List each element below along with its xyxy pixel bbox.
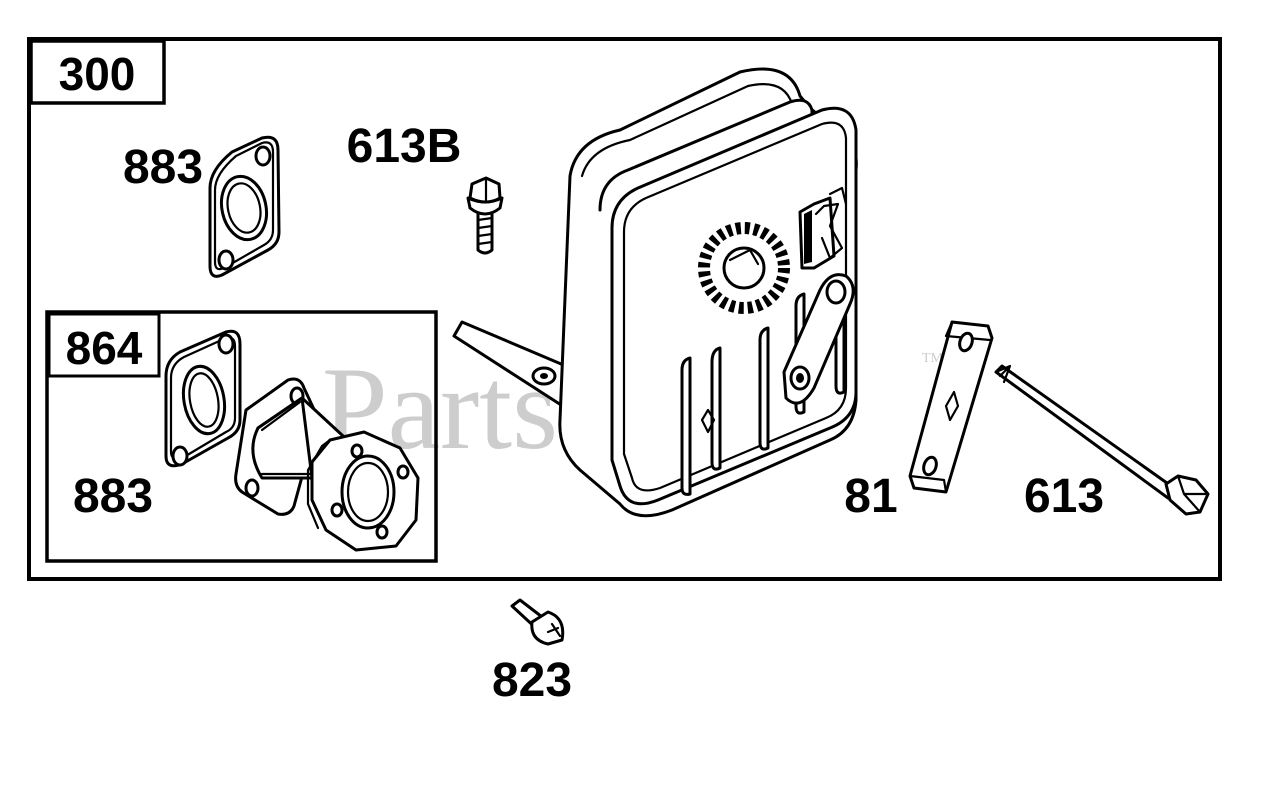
- group-300-label-box: [29, 39, 166, 105]
- group-864-label: 864: [66, 322, 143, 374]
- watermark-tm: TM: [922, 351, 944, 366]
- callout-gasket-883-sub: 883: [73, 470, 153, 523]
- callout-bolt-613b: 613B: [347, 120, 462, 173]
- callout-lock-plate-81: 81: [844, 470, 897, 523]
- group-864-frame: [45, 310, 438, 563]
- lock-plate-81[interactable]: [908, 320, 994, 494]
- callout-bolt-613: 613: [1024, 470, 1104, 523]
- group-300-label: 300: [59, 48, 136, 100]
- bolt-613b[interactable]: [466, 176, 504, 255]
- exhaust-adapter[interactable]: [234, 377, 420, 552]
- group-864-label-box: [47, 312, 161, 378]
- callout-screw-823: 823: [492, 654, 572, 707]
- callout-gasket-883-top: 883: [123, 141, 203, 194]
- logo-panel: [798, 186, 848, 270]
- louver-ring: [698, 222, 790, 314]
- group-300-frame: [27, 37, 1222, 581]
- muffler[interactable]: [452, 67, 858, 518]
- gasket-883-sub[interactable]: [164, 329, 242, 468]
- gasket-883-top[interactable]: [208, 135, 281, 278]
- muffler-bracket: [782, 273, 855, 405]
- screw-823[interactable]: [510, 598, 565, 646]
- bolt-613[interactable]: [994, 364, 1210, 516]
